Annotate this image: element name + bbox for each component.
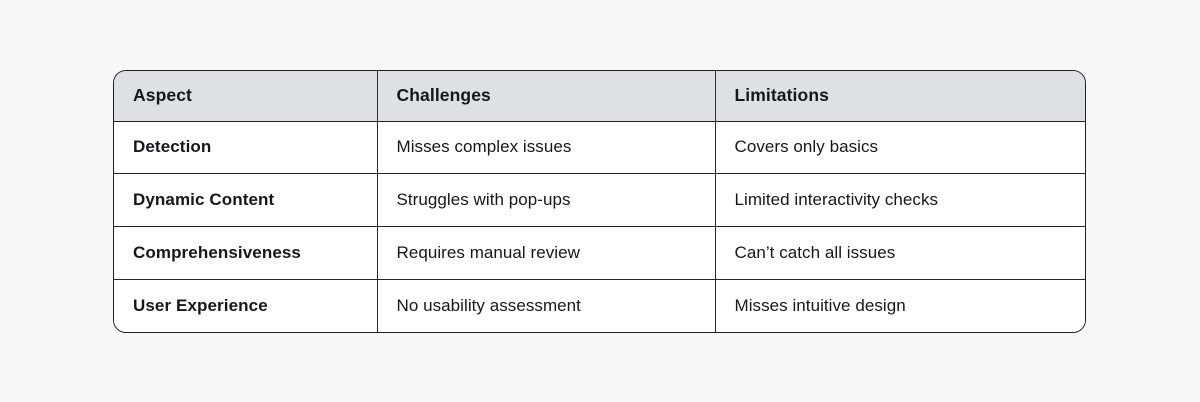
cell-limitations: Can’t catch all issues (715, 226, 1085, 280)
table-body: Detection Misses complex issues Covers o… (114, 121, 1085, 332)
cell-challenges: Struggles with pop-ups (377, 173, 716, 227)
column-header-aspect: Aspect (114, 71, 378, 122)
cell-aspect: Detection (114, 121, 378, 175)
table-header: Aspect Challenges Limitations (114, 71, 1085, 122)
cell-limitations: Misses intuitive design (715, 279, 1085, 332)
column-header-limitations: Limitations (715, 71, 1085, 122)
cell-aspect: Comprehensiveness (114, 226, 378, 280)
cell-challenges: No usability assessment (377, 279, 716, 332)
comparison-table-container: Aspect Challenges Limitations Detection … (113, 70, 1086, 333)
cell-challenges: Misses complex issues (377, 121, 716, 175)
cell-limitations: Limited interactivity checks (715, 173, 1085, 227)
column-header-challenges: Challenges (377, 71, 716, 122)
table-row: User Experience No usability assessment … (114, 279, 1085, 332)
cell-aspect: User Experience (114, 279, 378, 332)
table-row: Detection Misses complex issues Covers o… (114, 121, 1085, 175)
table-header-row: Aspect Challenges Limitations (114, 71, 1085, 122)
cell-aspect: Dynamic Content (114, 173, 378, 227)
table-row: Dynamic Content Struggles with pop-ups L… (114, 173, 1085, 227)
cell-limitations: Covers only basics (715, 121, 1085, 175)
table-row: Comprehensiveness Requires manual review… (114, 226, 1085, 280)
comparison-table: Aspect Challenges Limitations Detection … (114, 71, 1085, 332)
cell-challenges: Requires manual review (377, 226, 716, 280)
